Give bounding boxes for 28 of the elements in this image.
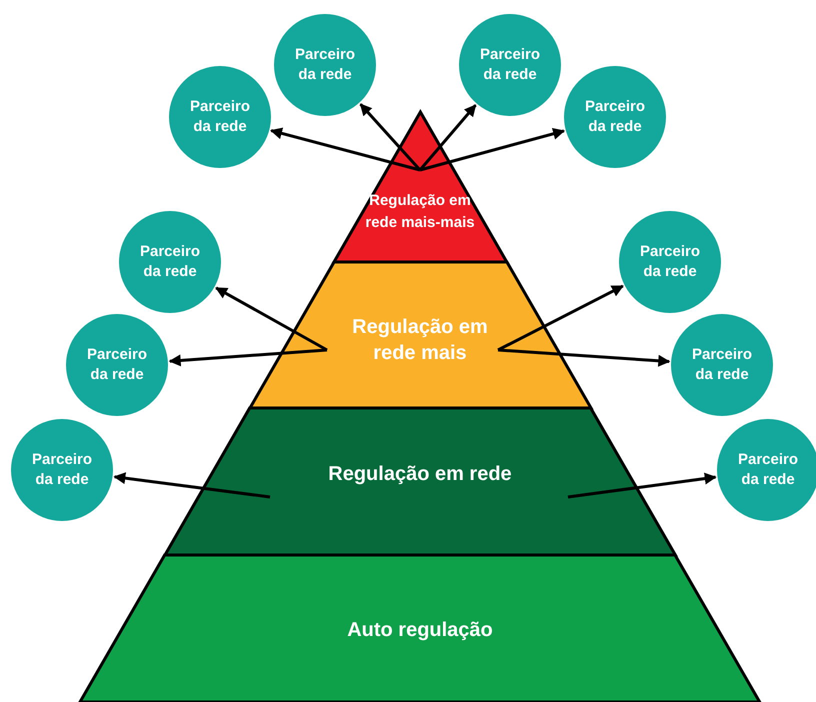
arrow xyxy=(568,472,717,498)
partner-label: Parceiro da rede xyxy=(584,97,646,137)
arrow xyxy=(113,472,270,498)
arrow xyxy=(359,103,422,171)
arrow xyxy=(498,348,670,367)
arrow xyxy=(420,128,566,172)
partner-label: Parceiro da rede xyxy=(478,45,542,85)
arrow xyxy=(168,348,328,366)
partner-label: Parceiro da rede xyxy=(294,45,356,85)
partner-label: Parceiro da rede xyxy=(690,345,754,385)
partner-label: Parceiro da rede xyxy=(138,242,202,282)
tier-label: Regulação em rede mais-mais xyxy=(364,191,475,233)
partner-label: Parceiro da rede xyxy=(188,97,252,137)
arrow xyxy=(418,104,477,171)
tier-label: Regulação em rede xyxy=(327,462,513,487)
arrow xyxy=(497,284,624,352)
partner-label: Parceiro da rede xyxy=(638,242,702,282)
partner-label: Parceiro da rede xyxy=(86,345,148,385)
pyramid-tier xyxy=(164,408,676,555)
arrow xyxy=(215,286,328,352)
tier-label: Auto regulação xyxy=(346,618,494,643)
pyramid-tier xyxy=(334,112,506,262)
partner-label: Parceiro da rede xyxy=(736,450,800,490)
tier-label: Regulação em rede mais xyxy=(351,315,489,366)
arrow xyxy=(270,128,420,172)
pyramid-tier xyxy=(80,555,760,702)
partner-label: Parceiro da rede xyxy=(30,450,94,490)
pyramid-tier xyxy=(250,262,590,408)
